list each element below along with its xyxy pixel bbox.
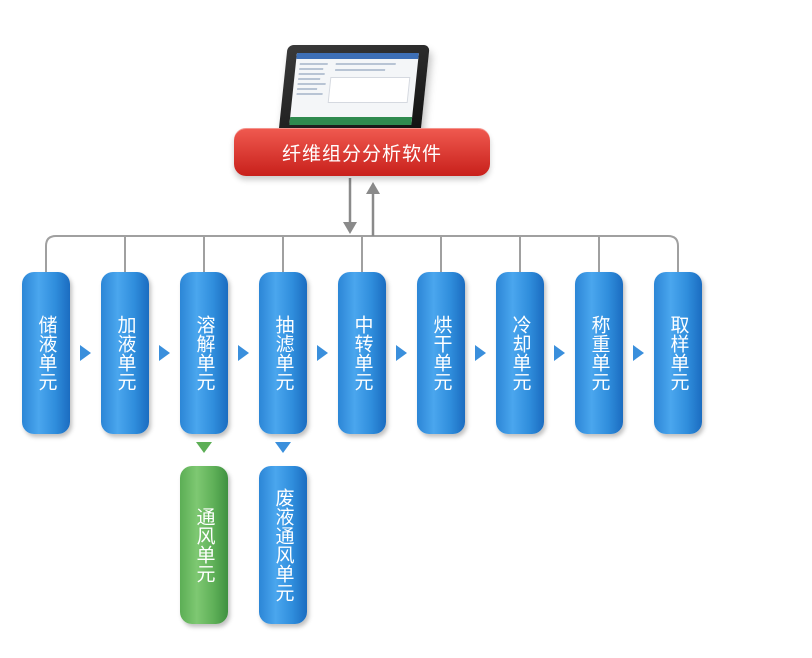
unit-label: 储液单元 xyxy=(35,315,58,391)
unit-filter: 抽滤单元 xyxy=(259,272,307,434)
flow-arrow-icon xyxy=(396,345,407,361)
unit-storage: 储液单元 xyxy=(22,272,70,434)
unit-transfer: 中转单元 xyxy=(338,272,386,434)
unit-ventilation: 通风单元 xyxy=(180,466,228,624)
flow-arrow-icon xyxy=(159,345,170,361)
unit-label: 称重单元 xyxy=(588,315,611,391)
up-arrow-icon xyxy=(366,182,380,194)
unit-waste-ventilation: 废液通风单元 xyxy=(259,466,307,624)
unit-label: 抽滤单元 xyxy=(272,315,295,391)
unit-label: 通风单元 xyxy=(193,507,216,583)
flow-arrow-icon xyxy=(475,345,486,361)
tablet-icon xyxy=(278,45,430,135)
tablet-screen xyxy=(289,53,419,125)
down-flow-arrow-icon xyxy=(196,442,212,453)
software-box: 纤维组分分析软件 xyxy=(234,128,490,176)
flow-arrow-icon xyxy=(317,345,328,361)
unit-cool: 冷却单元 xyxy=(496,272,544,434)
unit-label: 中转单元 xyxy=(351,315,374,391)
unit-label: 废液通风单元 xyxy=(272,488,295,602)
unit-weigh: 称重单元 xyxy=(575,272,623,434)
flow-arrow-icon xyxy=(633,345,644,361)
unit-label: 溶解单元 xyxy=(193,315,216,391)
unit-label: 加液单元 xyxy=(114,315,137,391)
unit-sample: 取样单元 xyxy=(654,272,702,434)
flow-arrow-icon xyxy=(80,345,91,361)
unit-dissolve: 溶解单元 xyxy=(180,272,228,434)
unit-label: 冷却单元 xyxy=(509,315,532,391)
down-flow-arrow-icon xyxy=(275,442,291,453)
down-arrow-icon xyxy=(343,222,357,234)
unit-label: 烘干单元 xyxy=(430,315,453,391)
unit-label: 取样单元 xyxy=(667,315,690,391)
flow-arrow-icon xyxy=(554,345,565,361)
unit-dry: 烘干单元 xyxy=(417,272,465,434)
flow-arrow-icon xyxy=(238,345,249,361)
software-label: 纤维组分分析软件 xyxy=(281,142,442,165)
unit-dosing: 加液单元 xyxy=(101,272,149,434)
